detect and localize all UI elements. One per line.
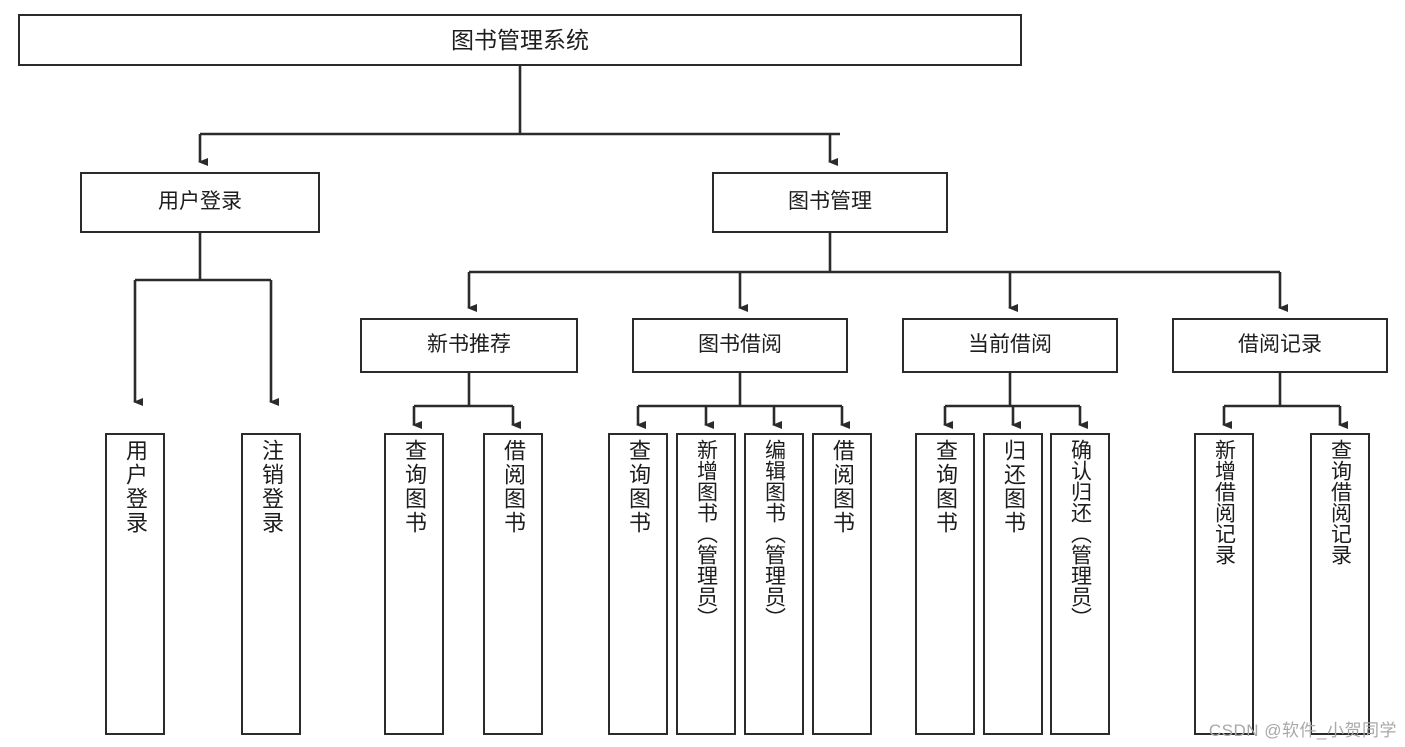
node-leaf-query-book-2-label: 查询图书 <box>626 439 651 535</box>
node-book-manage[interactable]: 图书管理 <box>712 172 948 233</box>
node-leaf-borrow-book-2[interactable]: 借阅图书 <box>812 433 872 735</box>
node-leaf-user-logout[interactable]: 注销登录 <box>241 433 301 735</box>
node-current-borrow-label: 当前借阅 <box>968 333 1052 357</box>
node-borrow-record[interactable]: 借阅记录 <box>1172 318 1388 373</box>
node-root[interactable]: 图书管理系统 <box>18 14 1022 66</box>
node-leaf-add-record[interactable]: 新增借阅记录 <box>1194 433 1254 735</box>
node-new-book-rec[interactable]: 新书推荐 <box>360 318 578 373</box>
node-leaf-query-book-1[interactable]: 查询图书 <box>384 433 444 735</box>
node-user-login-label: 用户登录 <box>158 190 242 214</box>
node-leaf-return-book[interactable]: 归还图书 <box>983 433 1043 735</box>
node-leaf-add-book[interactable]: 新增图书（管理员） <box>676 433 736 735</box>
node-leaf-query-book-3[interactable]: 查询图书 <box>915 433 975 735</box>
node-book-manage-label: 图书管理 <box>788 190 872 214</box>
node-leaf-edit-book[interactable]: 编辑图书（管理员） <box>744 433 804 735</box>
node-leaf-query-book-3-label: 查询图书 <box>933 439 958 535</box>
watermark-text: CSDN @软件_小贺同学 <box>1208 721 1397 740</box>
node-root-label: 图书管理系统 <box>451 26 589 53</box>
node-leaf-borrow-book-2-label: 借阅图书 <box>830 439 855 535</box>
node-leaf-return-book-label: 归还图书 <box>1001 439 1026 535</box>
node-current-borrow[interactable]: 当前借阅 <box>902 318 1118 373</box>
node-leaf-user-logout-label: 注销登录 <box>259 439 284 535</box>
node-leaf-add-book-label: 新增图书（管理员） <box>694 439 718 628</box>
node-leaf-confirm-return-label: 确认归还（管理员） <box>1068 439 1092 628</box>
node-leaf-query-book-2[interactable]: 查询图书 <box>608 433 668 735</box>
node-book-borrow-label: 图书借阅 <box>698 333 782 357</box>
node-leaf-confirm-return[interactable]: 确认归还（管理员） <box>1050 433 1110 735</box>
node-new-book-rec-label: 新书推荐 <box>427 333 511 357</box>
node-leaf-user-login[interactable]: 用户登录 <box>105 433 165 735</box>
node-leaf-user-login-label: 用户登录 <box>123 439 148 535</box>
node-leaf-edit-book-label: 编辑图书（管理员） <box>762 439 786 628</box>
node-user-login[interactable]: 用户登录 <box>80 172 320 233</box>
node-book-borrow[interactable]: 图书借阅 <box>632 318 848 373</box>
node-leaf-borrow-book-1[interactable]: 借阅图书 <box>483 433 543 735</box>
node-borrow-record-label: 借阅记录 <box>1238 333 1322 357</box>
node-leaf-query-record[interactable]: 查询借阅记录 <box>1310 433 1370 735</box>
node-leaf-add-record-label: 新增借阅记录 <box>1212 439 1236 565</box>
node-leaf-borrow-book-1-label: 借阅图书 <box>501 439 526 535</box>
node-leaf-query-book-1-label: 查询图书 <box>402 439 427 535</box>
node-leaf-query-record-label: 查询借阅记录 <box>1328 439 1352 565</box>
